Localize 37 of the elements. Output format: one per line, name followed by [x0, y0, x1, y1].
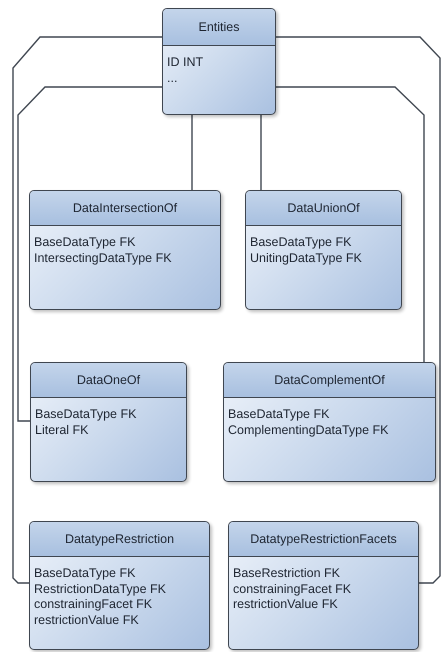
table-name: DatatypeRestrictionFacets: [250, 532, 397, 546]
column-field: UnitingDataType FK: [250, 250, 362, 266]
column-field: BaseDataType FK: [34, 235, 136, 250]
column-field: BaseDataType FK: [34, 566, 136, 582]
column-field: ...: [167, 70, 178, 86]
entity-table: [29, 521, 210, 650]
column-field: constrainingFacet FK: [34, 597, 152, 612]
relationship-line: [260, 115, 262, 190]
relationship-line: [276, 36, 441, 584]
table-name: DataUnionOf: [287, 201, 360, 215]
relationship-line: [276, 86, 425, 362]
column-field: BaseDataType FK: [250, 235, 352, 250]
table-name: Entities: [198, 20, 240, 34]
column-field: IntersectingDataType FK: [34, 250, 172, 266]
column-field: restrictionValue FK: [233, 597, 338, 612]
entity-table: [223, 362, 436, 482]
column-field: BaseDataType FK: [35, 407, 136, 422]
table-name: DataOneOf: [76, 373, 140, 387]
relationship-line: [191, 115, 193, 190]
column-field: restrictionValue FK: [34, 612, 139, 628]
column-field: constrainingFacet FK: [233, 582, 352, 597]
relationship-line: [12, 36, 162, 584]
entity-table: [29, 190, 221, 310]
column-field: RestrictionDataType FK: [34, 582, 166, 597]
column-field: BaseDataType FK: [228, 407, 330, 422]
table-name: DatatypeRestriction: [64, 532, 174, 546]
table-name: DataIntersectionOf: [72, 201, 178, 215]
table-name: DataComplementOf: [274, 373, 385, 387]
entity-table: [30, 362, 187, 482]
column-field: Literal FK: [35, 422, 88, 438]
entity-table: [228, 521, 419, 650]
column-field: ComplementingDataType FK: [228, 422, 388, 438]
entity-table: [245, 190, 402, 310]
column-field: ID INT: [167, 55, 204, 70]
entity-table: [162, 8, 276, 115]
column-field: BaseRestriction FK: [233, 566, 340, 582]
relationship-line: [17, 86, 162, 422]
